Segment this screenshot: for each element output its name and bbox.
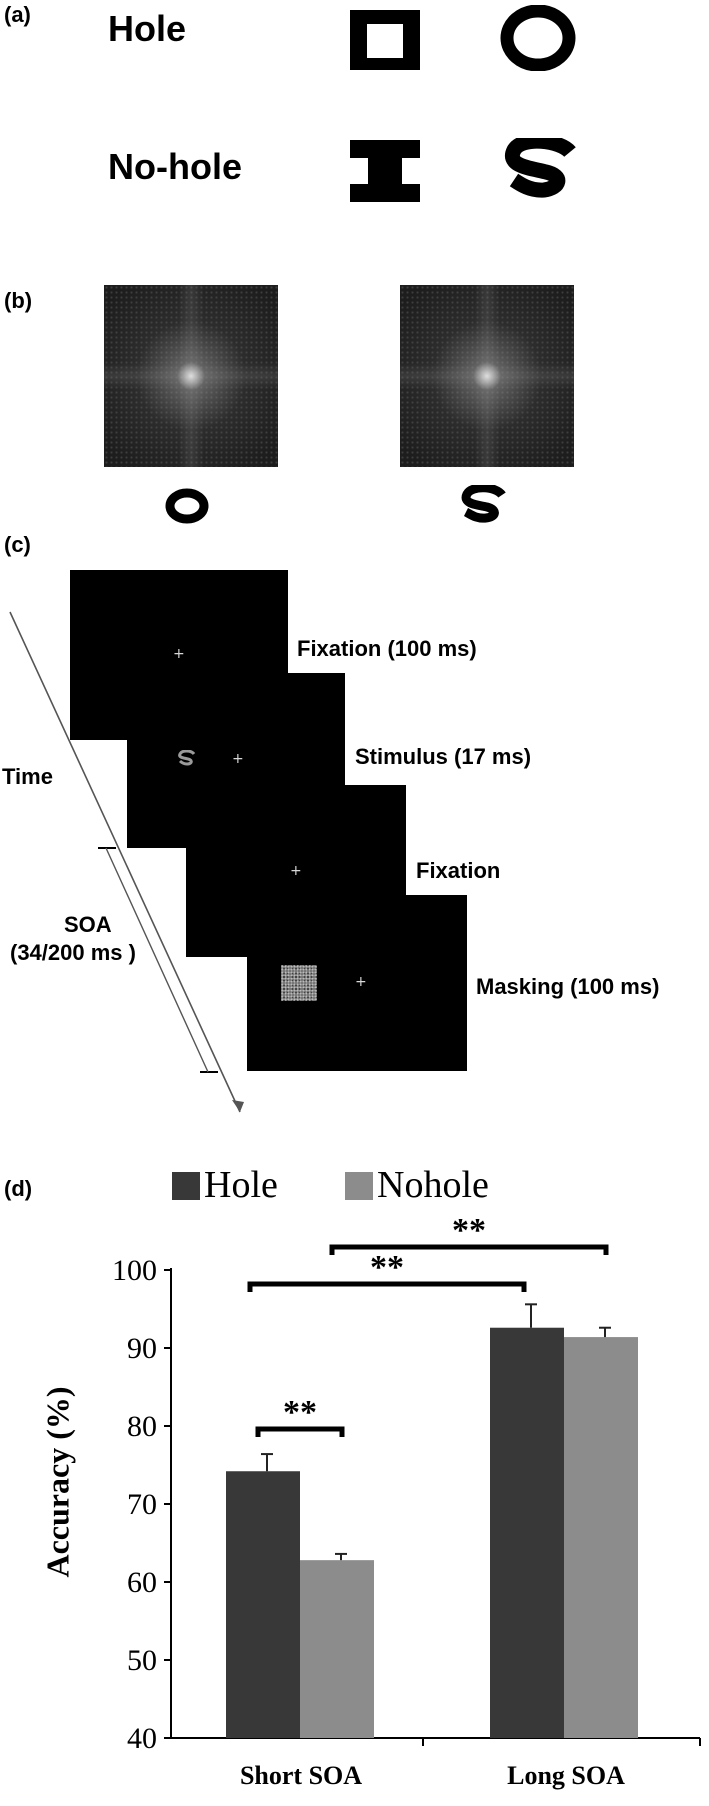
- fft-spectrum-s: [400, 285, 574, 467]
- panel-b-label: (b): [4, 288, 33, 313]
- legend-label-hole: Hole: [204, 1164, 278, 1206]
- fixation-cross-icon: +: [290, 863, 302, 879]
- panel-c-label: (c): [4, 532, 31, 557]
- significance-bracket-nohole: [329, 1244, 609, 1255]
- panel-a-label: (a): [4, 2, 31, 27]
- ring-o-icon: [165, 488, 209, 524]
- y-tick-label: 60: [127, 1566, 157, 1599]
- legend-swatch-nohole: [345, 1172, 373, 1200]
- ring-o-icon: [500, 5, 576, 71]
- soa-label: SOA: [64, 912, 112, 937]
- significance-bracket-short: [255, 1426, 345, 1437]
- step-fixation-label: Fixation (100 ms): [297, 636, 477, 661]
- no-hole-row-label: No-hole: [108, 146, 242, 187]
- square-with-hole-icon: [350, 10, 420, 70]
- hole-row-label: Hole: [108, 8, 187, 49]
- fixation-cross-icon: +: [173, 646, 185, 662]
- x-category-label: Short SOA: [240, 1761, 362, 1790]
- time-arrow: [9, 611, 244, 1113]
- bar-nohole-1: [564, 1337, 638, 1738]
- fft-spectrum-o: [104, 285, 278, 467]
- y-tick-label: 70: [127, 1488, 157, 1521]
- significance-bracket-hole: [247, 1281, 527, 1292]
- s-shape-icon: [505, 138, 576, 198]
- step-masking-label: Masking (100 ms): [476, 974, 660, 999]
- fixation-cross-icon: +: [232, 751, 244, 767]
- panel-d-label: (d): [4, 1176, 33, 1201]
- step-stimulus-label: Stimulus (17 ms): [355, 744, 532, 769]
- fixation-cross-icon: +: [355, 974, 367, 990]
- y-tick-label: 40: [127, 1722, 157, 1755]
- s-shape-icon: [178, 750, 196, 766]
- step-fixation2-label: Fixation: [416, 858, 501, 883]
- significance-bracket-nohole-stars: **: [452, 1212, 486, 1249]
- y-tick-label: 50: [127, 1644, 157, 1677]
- legend-swatch-hole: [172, 1172, 200, 1200]
- bar-hole-1: [490, 1327, 564, 1738]
- soa-values-label: (34/200 ms ): [10, 940, 136, 965]
- time-label: Time: [2, 764, 53, 789]
- mask-screen: +: [247, 895, 467, 1071]
- y-tick-label: 90: [127, 1332, 157, 1365]
- significance-bracket-short-stars: **: [283, 1394, 317, 1431]
- bar-nohole-0: [300, 1560, 374, 1738]
- s-shape-icon: [461, 485, 506, 523]
- x-category-label: Long SOA: [507, 1761, 625, 1790]
- h-shape-icon: [350, 140, 420, 202]
- y-tick-label: 80: [127, 1410, 157, 1443]
- bar-hole-0: [226, 1471, 300, 1738]
- noise-mask-patch: [281, 965, 317, 1001]
- y-tick-label: 100: [112, 1254, 157, 1287]
- legend-label-nohole: Nohole: [377, 1164, 489, 1206]
- significance-bracket-hole-stars: **: [370, 1249, 404, 1286]
